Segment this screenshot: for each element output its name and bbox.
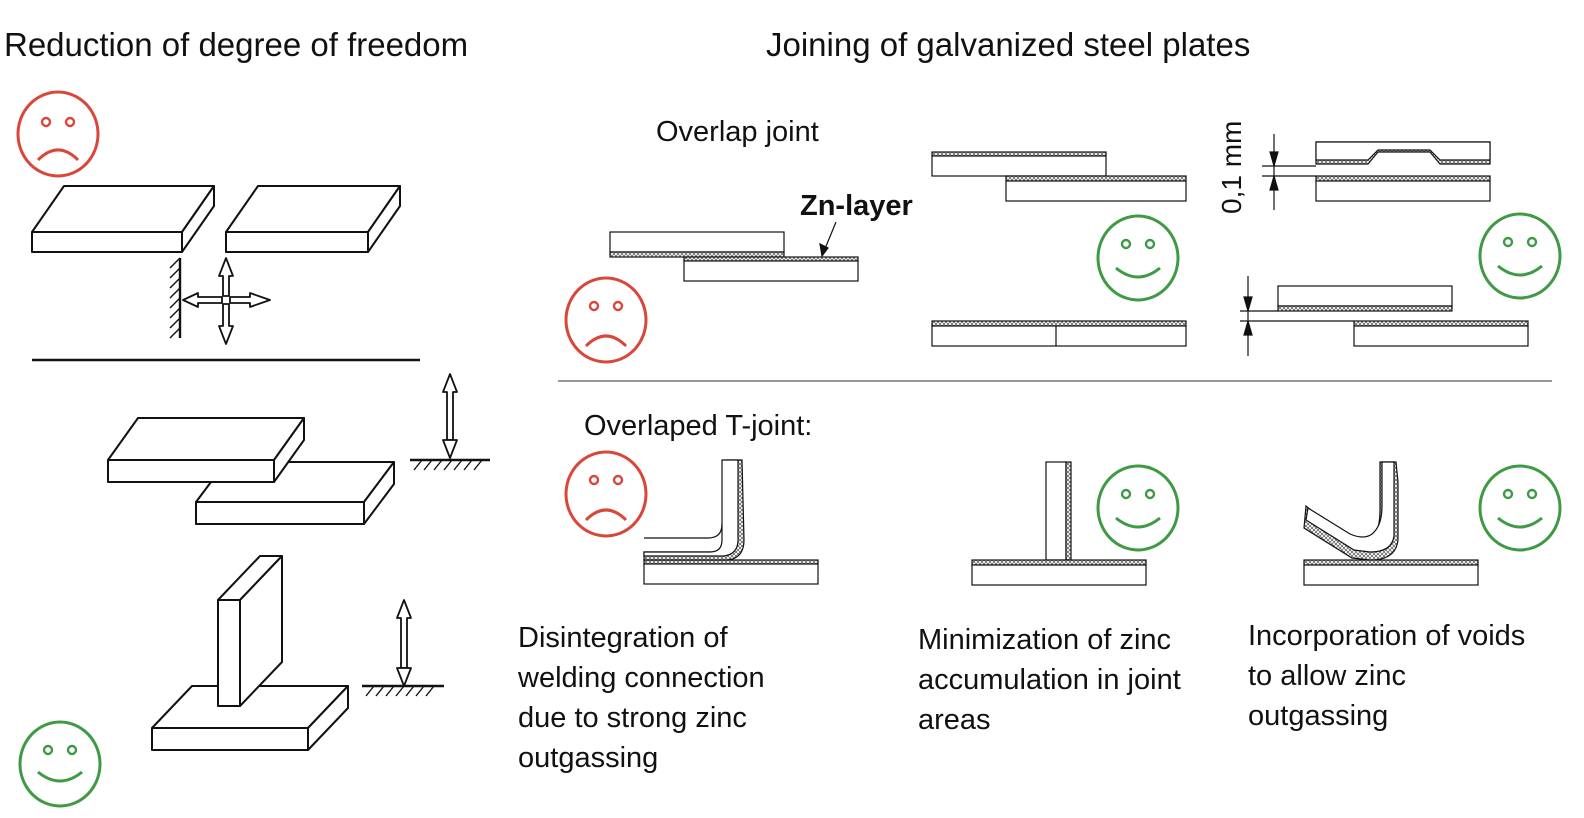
happy-face-icon xyxy=(1096,464,1180,552)
plate-bottom-base xyxy=(151,685,349,751)
plate-top-right xyxy=(225,185,401,253)
vertical-arrow-bottom-icon xyxy=(396,599,412,687)
happy-face-icon xyxy=(1478,212,1562,300)
plate-top-left xyxy=(31,185,215,253)
happy-face-icon xyxy=(1478,464,1562,552)
vertical-arrow-mid-icon xyxy=(442,373,458,459)
sad-face-icon xyxy=(16,90,100,178)
caption-disintegration: Disintegration of welding connection due… xyxy=(518,622,765,774)
t-joint-curved-voids xyxy=(1303,461,1479,586)
t-joint-vertical xyxy=(971,461,1147,586)
cross-arrows-icon xyxy=(182,257,271,345)
plate-mid-upper xyxy=(107,417,305,483)
sad-face-icon xyxy=(564,276,648,364)
happy-face-icon xyxy=(1096,214,1180,302)
title-reduction-degree-freedom: Reduction of degree of freedom xyxy=(4,26,469,63)
label-zn-layer: Zn-layer xyxy=(800,190,913,222)
caption-minimization: Minimization of zinc accumulation in joi… xyxy=(918,624,1181,736)
sad-face-icon xyxy=(564,450,648,538)
overlap-joint-bad xyxy=(609,221,859,282)
label-overlaped-t-joint: Overlaped T-joint: xyxy=(584,410,813,442)
caption-incorporation: Incorporation of voids to allow zinc out… xyxy=(1248,620,1526,732)
plate-bottom-vertical xyxy=(217,555,283,707)
overlap-joint-offset xyxy=(931,151,1187,202)
happy-face-icon xyxy=(18,720,102,808)
embossed-overlap-joint xyxy=(1262,134,1491,210)
butt-joint xyxy=(931,320,1187,347)
t-joint-bent-bad xyxy=(643,459,819,585)
label-overlap-joint: Overlap joint xyxy=(656,116,819,148)
title-joining-galvanized-plates: Joining of galvanized steel plates xyxy=(766,26,1251,63)
spaced-overlap-joint xyxy=(1240,276,1529,356)
